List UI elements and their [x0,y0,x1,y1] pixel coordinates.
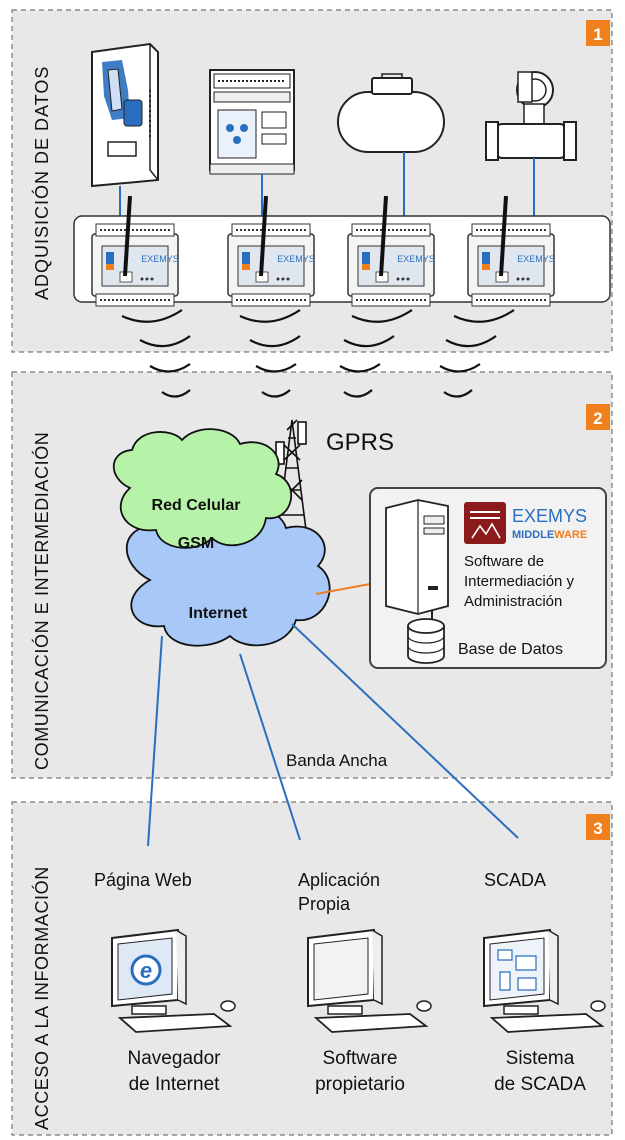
gprs-label: GPRS [326,429,394,456]
vending-machine-icon [91,42,159,188]
controller-device-icon [209,69,295,175]
section-2-number: 2 [593,409,602,428]
database-label: Base de Datos [458,641,563,658]
section-2-label: COMUNICACIÓN E INTERMEDIACIÓN [31,432,52,770]
exemys-brand: EXEMYS [512,506,587,526]
gprs-module-3: EXEMYS [347,195,435,307]
access-3-top: SCADA [484,870,546,890]
svg-text:e: e [140,958,152,983]
gprs-module-1: EXEMYS [91,195,179,307]
access-1-bottom-2: de Internet [129,1074,221,1095]
tank-icon [337,73,445,153]
gsm-cloud [112,428,293,549]
middleware-desc-2: Intermediación y [464,573,575,590]
section-1-label: ADQUISICIÓN DE DATOS [31,66,52,300]
access-2-bottom-1: Software [323,1048,398,1069]
radio-waves [121,309,515,398]
server-icon [385,499,449,615]
broadband-links [147,623,519,847]
section-1-number: 1 [593,25,602,44]
middleware-desc-1: Software de [464,553,544,570]
section-2-badge [586,404,610,430]
section-3-badge [586,814,610,840]
internet-label: Internet [189,605,248,622]
middleware-sub-a: MIDDLE [512,529,554,541]
flow-meter-icon [485,71,577,161]
access-3-bottom-1: Sistema [506,1048,575,1069]
browser-e-icon [130,954,162,986]
module-2-brand: EXEMYS [277,254,315,264]
computer-scada-icon [483,928,606,1033]
middleware-link [315,583,371,595]
computer-browser-icon: e [111,928,236,1033]
access-2-top: Aplicación [298,870,380,890]
access-1-top: Página Web [94,870,192,890]
middleware-desc-3: Administración [464,593,562,610]
computer-software-icon [307,928,432,1033]
exemys-logo: EXEMYS MIDDLEWARE [464,502,587,544]
module-4-brand: EXEMYS [517,254,555,264]
database-icon [407,618,445,664]
access-2-top2: Propia [298,894,351,914]
access-3-bottom-2: de SCADA [494,1074,586,1095]
access-1-bottom-1: Navegador [128,1048,222,1069]
module-1-brand: EXEMYS [141,254,179,264]
middleware-sub-b: WARE [554,529,587,541]
section-1-badge [586,20,610,46]
banda-ancha-label: Banda Ancha [286,751,388,770]
module-3-brand: EXEMYS [397,254,435,264]
gprs-module-4: EXEMYS [467,195,555,307]
cell-tower-icon [275,419,307,531]
section-3-label: ACCESO A LA INFORMACIÓN [31,866,52,1130]
gprs-module-2: EXEMYS [227,195,315,307]
gsm-label-line1: Red Celular [152,497,241,514]
section-3-number: 3 [593,819,602,838]
svg-text:MIDDLEWARE: MIDDLEWARE [512,529,587,541]
access-2-bottom-2: propietario [315,1074,405,1095]
gsm-label-line2: GSM [178,535,214,552]
